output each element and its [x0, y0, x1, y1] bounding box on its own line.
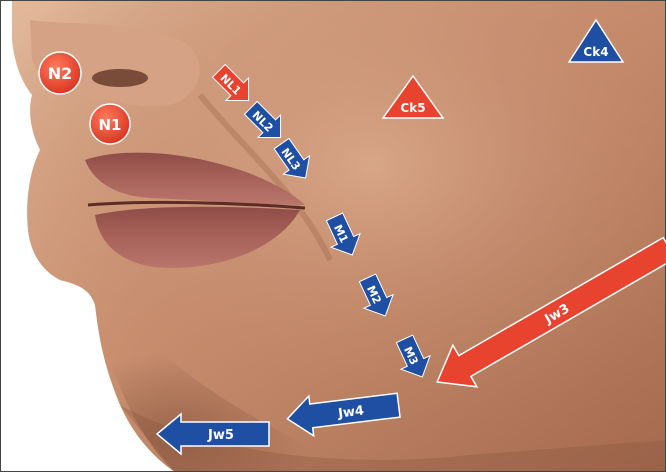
- marker-n2: N2: [39, 52, 81, 94]
- svg-text:N2: N2: [48, 64, 73, 83]
- nostril: [92, 69, 148, 87]
- svg-text:Jw5: Jw5: [207, 428, 234, 443]
- marker-n1: N1: [90, 104, 130, 144]
- svg-text:N1: N1: [99, 116, 122, 134]
- svg-text:Ck4: Ck4: [583, 45, 608, 59]
- svg-text:Ck5: Ck5: [400, 101, 425, 115]
